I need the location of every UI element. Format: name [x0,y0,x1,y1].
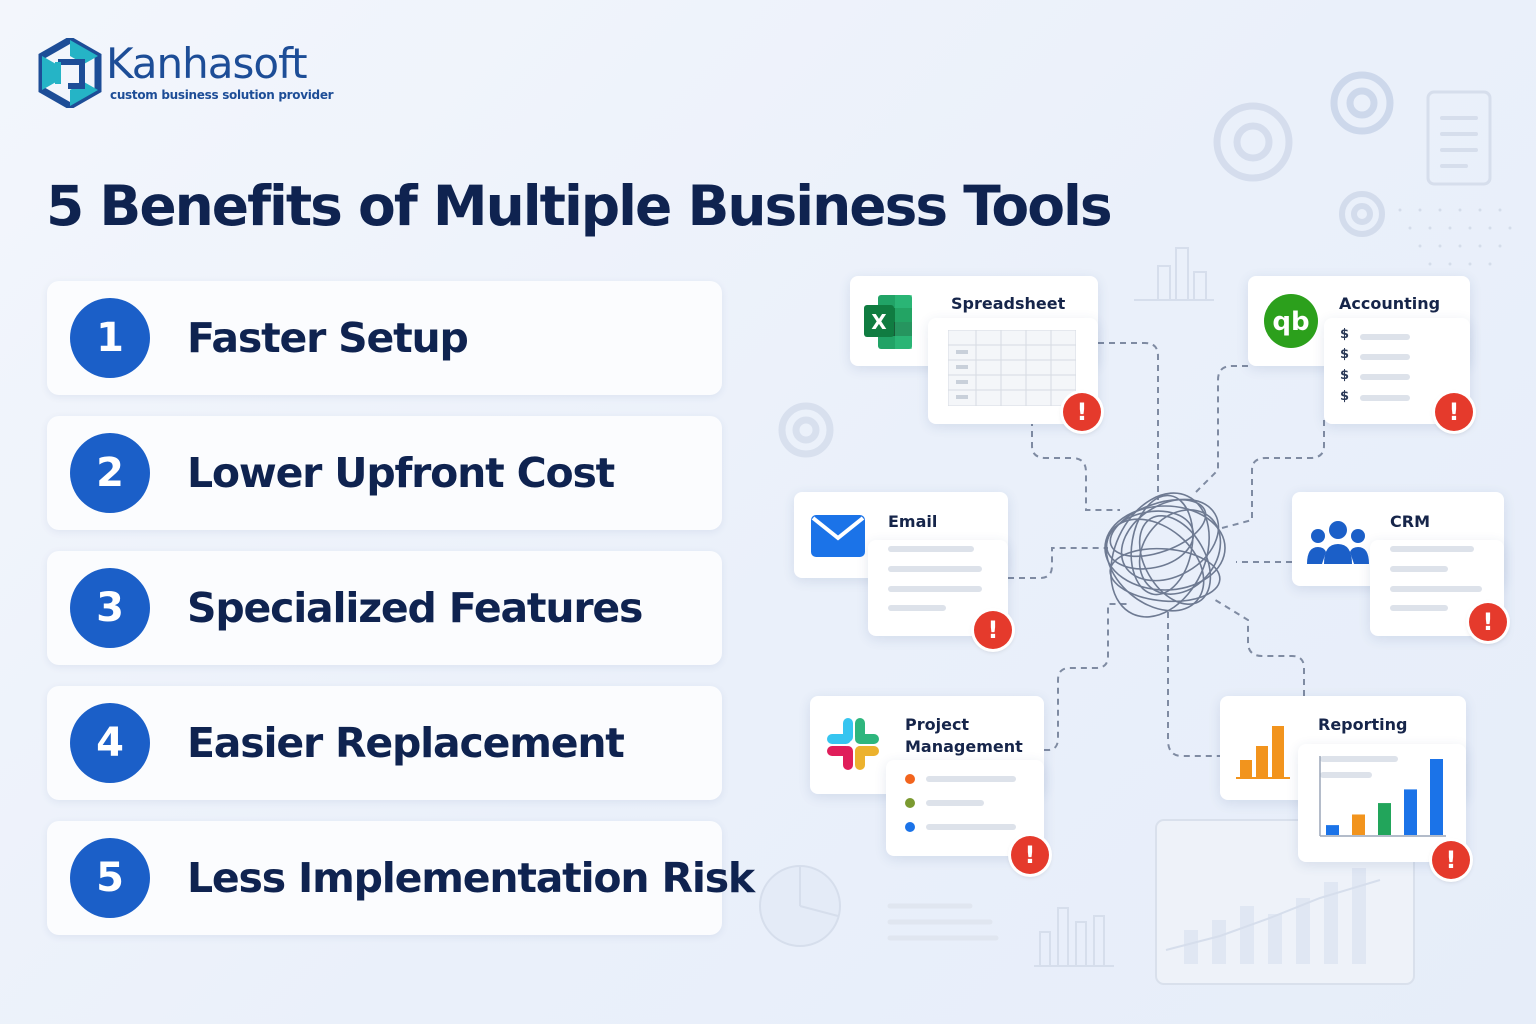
gear-icon [1213,102,1293,182]
alert-icon: ! [1435,393,1473,431]
crm-label: CRM [1390,512,1430,531]
text-line [1360,334,1410,340]
alert-icon: ! [974,611,1012,649]
bar-chart-icon [1034,907,1114,967]
text-line [888,546,974,552]
benefit-number-badge: 4 [70,703,150,783]
reporting-bar [1404,789,1417,835]
slack-icon [827,718,879,770]
text-line [1360,354,1410,360]
benefit-label: Less Implementation Risk [187,854,755,902]
status-dot [905,822,915,832]
benefit-number-badge: 1 [70,298,150,378]
tangled-connections [1104,492,1226,618]
reporting-bar [1378,803,1391,835]
text-line [926,800,984,806]
email-label: Email [888,512,938,531]
alert-icon: ! [1469,603,1507,641]
benefit-card: 4 Easier Replacement [47,686,722,800]
text-line [1320,772,1372,778]
svg-text:X: X [871,310,887,334]
benefit-label: Easier Replacement [187,719,625,767]
reporting-mini-chart [1319,756,1446,837]
benefit-number-badge: 5 [70,838,150,918]
benefit-label: Specialized Features [187,584,643,632]
alert-icon: ! [1063,393,1101,431]
brand-name: Kanhasoft [106,39,308,88]
spreadsheet-grid [948,330,1076,406]
dollar-sign: $ [1340,389,1350,404]
benefit-card: 5 Less Implementation Risk [47,821,755,935]
reporting-bar [1352,814,1365,835]
text-line [888,605,946,611]
benefits-list: 1 Faster Setup 2 Lower Upfront Cost 3 Sp… [47,281,755,935]
status-dot [905,774,915,784]
benefit-label: Faster Setup [187,314,469,362]
text-line [1360,374,1410,380]
svg-text:qb: qb [1272,307,1309,337]
benefit-card: 2 Lower Upfront Cost [47,416,722,530]
text-line [926,824,1016,830]
envelope-icon [811,515,865,557]
brand-logo: Kanhasoft custom business solution provi… [38,38,338,110]
text-line [1390,586,1482,592]
text-line [1390,566,1448,572]
reporting-bar [1430,759,1443,835]
kanhasoft-logo-icon [38,38,102,108]
dollar-sign: $ [1340,368,1350,383]
bar-chart-icon [1236,726,1290,779]
quickbooks-icon: qb [1264,294,1318,348]
people-icon [1307,521,1369,564]
text-line [1390,546,1474,552]
gear-icon [778,402,834,458]
bar-chart-icon [1134,247,1214,301]
accounting-label: Accounting [1339,294,1441,313]
gear-icon [1330,71,1394,135]
brand-tagline: custom business solution provider [110,88,334,102]
benefit-card: 3 Specialized Features [47,551,722,665]
project-management-label: Project Management [905,715,1023,756]
reporting-label: Reporting [1318,715,1408,734]
alert-icon: ! [1432,841,1470,879]
excel-icon: X [864,295,912,349]
text-line [1390,605,1448,611]
benefit-label: Lower Upfront Cost [187,449,615,497]
benefit-card: 1 Faster Setup [47,281,722,395]
document-icon [1426,90,1492,186]
alert-icon: ! [1011,836,1049,874]
benefit-number-badge: 3 [70,568,150,648]
connector-lines [1008,342,1325,757]
reporting-bar [1326,825,1339,835]
text-line [888,566,982,572]
dollar-sign: $ [1340,327,1350,342]
gear-icon [1339,191,1385,237]
status-dot [905,798,915,808]
text-line [926,776,1016,782]
dollar-sign: $ [1340,347,1350,362]
spreadsheet-label: Spreadsheet [951,294,1066,313]
pie-chart-icon [759,865,841,947]
text-line [1360,395,1410,401]
page-title: 5 Benefits of Multiple Business Tools [46,174,1113,238]
text-line [1320,756,1398,762]
benefit-number-badge: 2 [70,433,150,513]
text-line [888,586,982,592]
